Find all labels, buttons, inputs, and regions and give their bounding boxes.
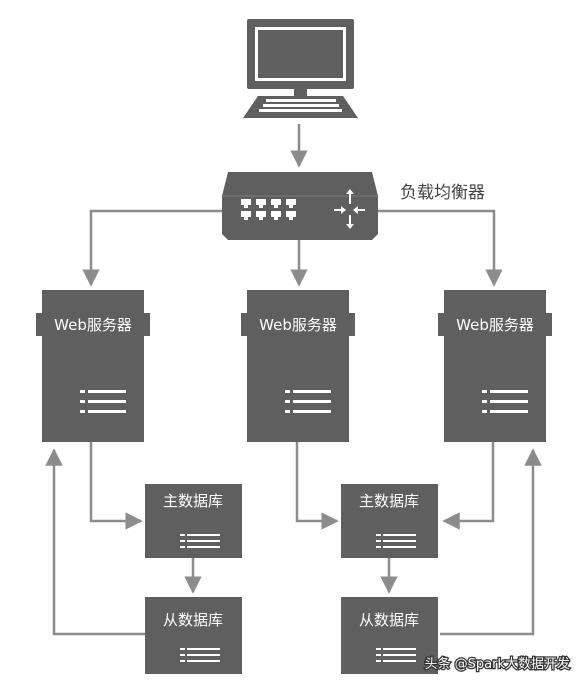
db-lines-icon (180, 648, 220, 662)
load-balancer-label: 负载均衡器 (400, 183, 485, 203)
server-lines-icon (482, 390, 528, 413)
master-db-label: 主数据库 (163, 492, 223, 510)
arrow-lb-to-web3 (378, 209, 503, 287)
slave-db-label: 从数据库 (359, 611, 419, 629)
master-db-1: 主数据库 (145, 484, 242, 558)
web-server-label: Web服务器 (54, 316, 132, 334)
slave-db-1: 从数据库 (145, 597, 242, 674)
db-lines-icon (376, 648, 416, 662)
network-ports-icon (241, 199, 296, 220)
routing-arrows-icon (334, 189, 365, 229)
web-server-label: Web服务器 (259, 316, 337, 334)
master-db-label: 主数据库 (359, 492, 419, 510)
arrow-slave2-to-web3 (440, 448, 542, 636)
connectors (45, 124, 542, 636)
server-lines-icon (285, 390, 331, 413)
slave-db-label: 从数据库 (163, 611, 223, 629)
arrow-slave1-to-web1 (45, 448, 145, 636)
web-server-label: Web服务器 (456, 316, 534, 334)
slave-db-2: 从数据库 (341, 597, 438, 674)
arrow-web1-to-master1 (89, 442, 143, 530)
load-balancer (222, 172, 378, 240)
web-server-1: Web服务器 (36, 290, 150, 442)
watermark: 头条 @Spark大数据开发 (425, 656, 570, 672)
server-lines-icon (80, 390, 126, 413)
master-db-2: 主数据库 (341, 484, 438, 558)
computer-icon (243, 19, 358, 118)
arrow-web2-to-master2 (295, 442, 339, 530)
db-lines-icon (180, 534, 220, 548)
arrow-web3-to-master2 (442, 442, 495, 530)
db-lines-icon (376, 534, 416, 548)
web-server-2: Web服务器 (241, 290, 355, 442)
web-server-3: Web服务器 (438, 290, 552, 442)
arrow-lb-to-web1 (82, 209, 228, 287)
